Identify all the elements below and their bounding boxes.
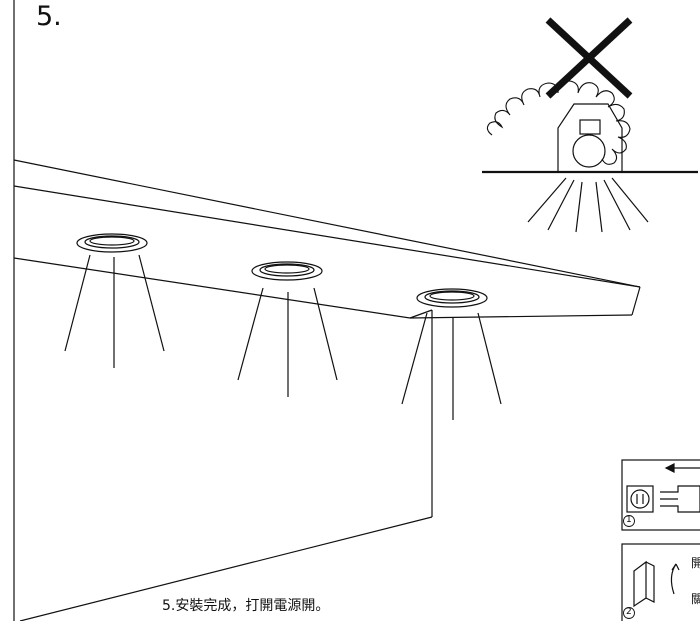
switch-inset [621, 543, 700, 621]
bulb-icon [572, 134, 606, 168]
unplug-inset [621, 459, 700, 531]
cabinet-shelf [13, 159, 641, 621]
instruction-caption: 5.安裝完成，打開電源開。 [162, 598, 330, 614]
switch-on-label: 開 [691, 556, 700, 570]
unplug-step-marker: 1 [626, 515, 632, 525]
plug-icon [660, 485, 700, 513]
switch-step-marker: 2 [626, 607, 632, 617]
heat-coil-icon [486, 80, 631, 165]
step-number: 5. [36, 1, 62, 32]
downlight-2 [237, 261, 338, 397]
downlight-1 [64, 233, 165, 368]
lamp-housing-icon [557, 103, 623, 172]
rocker-switch-icon [633, 560, 647, 608]
switch-off-label: 關 [691, 592, 700, 606]
downlight-3 [401, 288, 502, 420]
wall-socket-icon [626, 485, 654, 513]
no-heat-warning-icon [482, 17, 698, 233]
